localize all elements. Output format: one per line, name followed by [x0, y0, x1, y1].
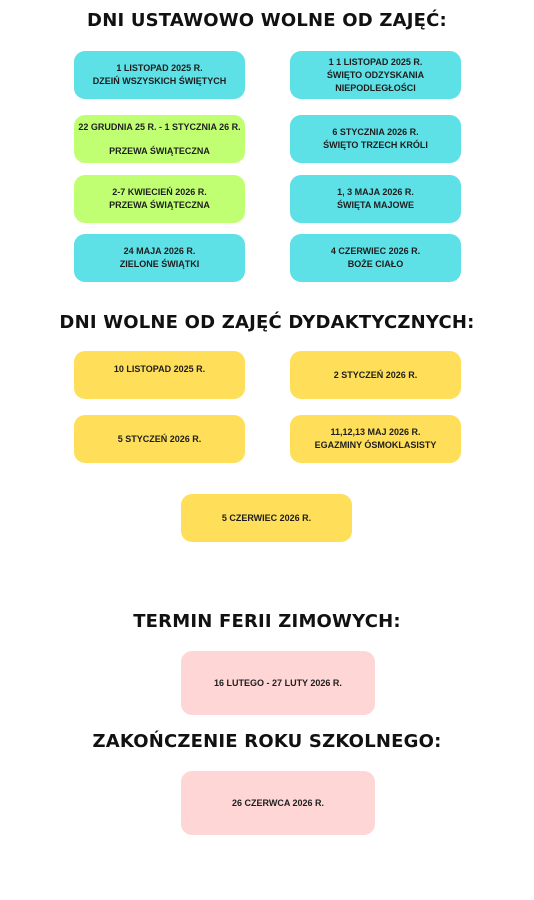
card-line: BOŻE CIAŁO [347, 259, 404, 269]
card-line: 26 CZERWCA 2026 R. [231, 797, 325, 808]
school-year-end-heading: ZAKOŃCZENIE ROKU SZKOLNEGO: [92, 731, 442, 752]
card-line: 24 MAJA 2026 R. [123, 246, 196, 256]
didactic-card-1: 10 LISTOPAD 2025 R. [74, 351, 245, 399]
didactic-card-3: 5 STYCZEŃ 2026 R. [74, 415, 245, 463]
card-line: 16 LUTEGO - 27 LUTY 2026 R. [214, 677, 342, 688]
card-line: EGAZMINY ÓSMOKLASISTY [314, 440, 437, 450]
card-line: 1 LISTOPAD 2025 R. [116, 63, 203, 73]
card-line: 22 GRUDNIA 25 R. - 1 STYCZNIA 26 R. [78, 121, 241, 132]
didactic-heading: DNI WOLNE OD ZAJĘĆ DYDAKTYCZNYCH: [59, 312, 475, 333]
holiday-card-6: 1, 3 MAJA 2026 R. ŚWIĘTA MAJOWE [290, 175, 461, 223]
card-line: 11,12,13 MAJ 2026 R. [330, 427, 421, 437]
card-line: ŚWIĘTO ODZYSKANIA [326, 69, 425, 80]
school-year-end-card: 26 CZERWCA 2026 R. [181, 771, 375, 835]
card-line: 5 CZERWIEC 2026 R. [221, 512, 312, 523]
card-line: 10 LISTOPAD 2025 R. [113, 364, 206, 374]
card-line: ŚWIĘTO TRZECH KRÓLI [323, 140, 428, 150]
didactic-card-5: 5 CZERWIEC 2026 R. [181, 494, 352, 542]
holiday-card-7: 24 MAJA 2026 R. ZIELONE ŚWIĄTKI [74, 234, 245, 282]
card-line: 2 STYCZEŃ 2026 R. [333, 369, 418, 380]
card-line: 5 STYCZEŃ 2026 R. [117, 433, 202, 444]
holiday-card-8: 4 CZERWIEC 2026 R. BOŻE CIAŁO [290, 234, 461, 282]
holiday-card-5: 2-7 KWIECIEŃ 2026 R. PRZEWA ŚWIĄTECZNA [74, 175, 245, 223]
holiday-card-1: 1 LISTOPAD 2025 R. DZEIŃ WSZYSKICH ŚWIĘT… [74, 51, 245, 99]
holidays-heading: DNI USTAWOWO WOLNE OD ZAJĘĆ: [87, 10, 447, 31]
holiday-card-4: 6 STYCZNIA 2026 R. ŚWIĘTO TRZECH KRÓLI [290, 115, 461, 163]
card-line: 1 1 LISTOPAD 2025 R. [328, 56, 423, 67]
card-line: PRZEWA ŚWIĄTECZNA [109, 200, 210, 210]
card-line: 2-7 KWIECIEŃ 2026 R. [112, 187, 207, 197]
winter-break-card: 16 LUTEGO - 27 LUTY 2026 R. [181, 651, 375, 715]
card-line: DZEIŃ WSZYSKICH ŚWIĘTYCH [92, 76, 227, 86]
card-line: 1, 3 MAJA 2026 R. [337, 187, 414, 197]
holiday-card-2: 1 1 LISTOPAD 2025 R. ŚWIĘTO ODZYSKANIA N… [290, 51, 461, 99]
card-line: 6 STYCZNIA 2026 R. [332, 127, 419, 137]
winter-break-heading: TERMIN FERII ZIMOWYCH: [133, 611, 401, 632]
card-line: 4 CZERWIEC 2026 R. [330, 246, 421, 256]
card-line: ŚWIĘTA MAJOWE [337, 200, 414, 210]
didactic-card-4: 11,12,13 MAJ 2026 R. EGAZMINY ÓSMOKLASIS… [290, 415, 461, 463]
card-line: NIEPODLEGŁOŚCI [335, 82, 416, 93]
didactic-card-2: 2 STYCZEŃ 2026 R. [290, 351, 461, 399]
holiday-card-3: 22 GRUDNIA 25 R. - 1 STYCZNIA 26 R. PRZE… [74, 115, 245, 163]
card-line: ZIELONE ŚWIĄTKI [119, 259, 200, 269]
card-line: PRZEWA ŚWIĄTECZNA [109, 145, 210, 156]
